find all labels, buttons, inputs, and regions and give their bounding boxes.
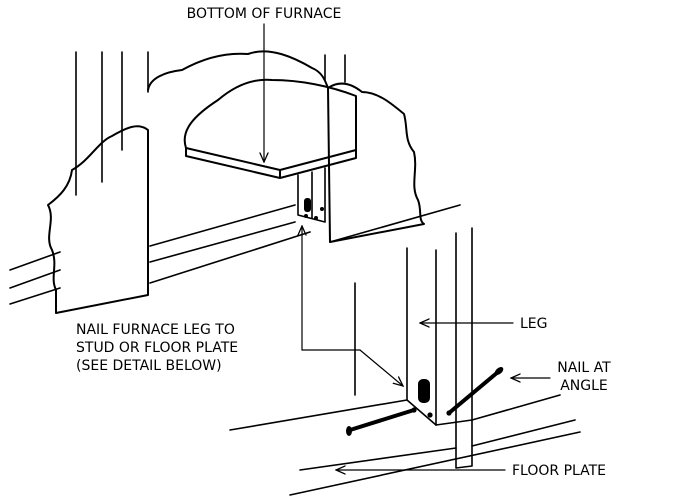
wall-hole-outline (147, 50, 329, 91)
nail-left-head (346, 426, 352, 436)
arrow-nail-lower (359, 349, 403, 386)
upper-wall-cutaway (9, 50, 461, 314)
label-floor-plate: FLOOR PLATE (512, 463, 606, 479)
upper-leg-hole (320, 207, 324, 211)
upper-furnace-leg (297, 167, 326, 223)
upper-leg-hole (304, 214, 308, 218)
detail-leg-slot (418, 379, 430, 403)
label-leg: LEG (520, 316, 548, 332)
plaster-panel-left (47, 125, 149, 314)
detail-floor-plate (229, 394, 581, 496)
upper-leg-slot (304, 198, 311, 212)
stud-left-outer (75, 51, 103, 196)
label-nail-instruction-line3: (SEE DETAIL BELOW) (76, 358, 222, 374)
detail-leg-bottom (406, 399, 437, 426)
label-nail-instruction-line1: NAIL FURNACE LEG TO (76, 322, 235, 338)
nail-left-shaft (348, 408, 416, 432)
label-nail-instruction-line2: STUD OR FLOOR PLATE (76, 340, 238, 356)
detail-stud-left (354, 247, 408, 401)
upper-leg-hole (314, 216, 318, 220)
label-bottom-of-furnace: BOTTOM OF FURNACE (187, 6, 342, 22)
nail-right-head (494, 367, 504, 375)
stud-right-back (324, 54, 346, 83)
plaster-panel-right (327, 82, 425, 243)
furnace-box (183, 78, 357, 179)
rear-rail (9, 204, 461, 305)
lower-detail (229, 227, 581, 496)
leader-arrows (264, 23, 551, 470)
detail-leg-hole (427, 412, 433, 418)
label-nail-at-angle-line1: NAIL AT (557, 360, 611, 376)
detail-leg (435, 227, 473, 469)
nail-right-shaft (447, 370, 500, 415)
label-nail-at-angle-line2: ANGLE (560, 378, 608, 394)
stud-left-inner (121, 51, 149, 151)
labels: BOTTOM OF FURNACE NAIL FURNACE LEG TO ST… (76, 6, 611, 479)
